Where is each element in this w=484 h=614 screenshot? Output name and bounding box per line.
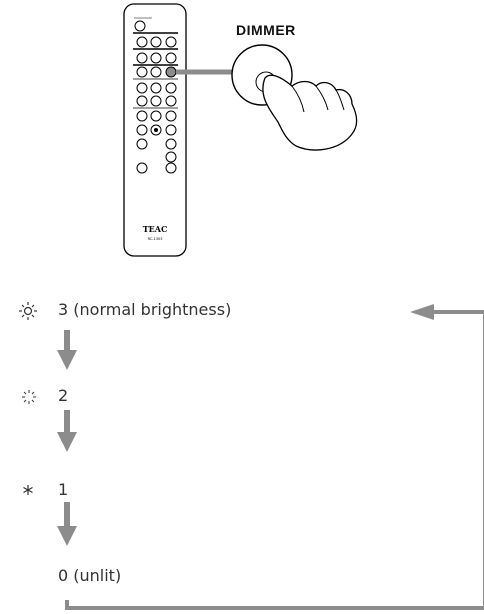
- down-arrow: [57, 502, 77, 546]
- level-2-text: 2: [58, 386, 69, 405]
- dimmer-label: DIMMER: [236, 22, 296, 38]
- dimmer-button-highlight: [165, 66, 177, 78]
- level-1-text: 1: [58, 480, 69, 499]
- down-arrow: [57, 330, 77, 370]
- sun-icon: [19, 302, 37, 320]
- hand-icon: [262, 74, 358, 151]
- remote-model: RC-1303: [148, 237, 163, 241]
- remote-button-grid: [133, 36, 178, 174]
- asterisk-icon: [23, 485, 33, 495]
- remote-brand: TEAC: [143, 224, 168, 234]
- return-loop-line: [65, 310, 484, 610]
- down-arrow: [57, 410, 77, 452]
- dim-sun-icon: [22, 390, 36, 404]
- level-0-text: 0 (unlit): [58, 566, 122, 585]
- level-3-text: 3 (normal brightness): [58, 300, 232, 319]
- power-button: [134, 20, 146, 32]
- return-arrow-head: [410, 304, 434, 320]
